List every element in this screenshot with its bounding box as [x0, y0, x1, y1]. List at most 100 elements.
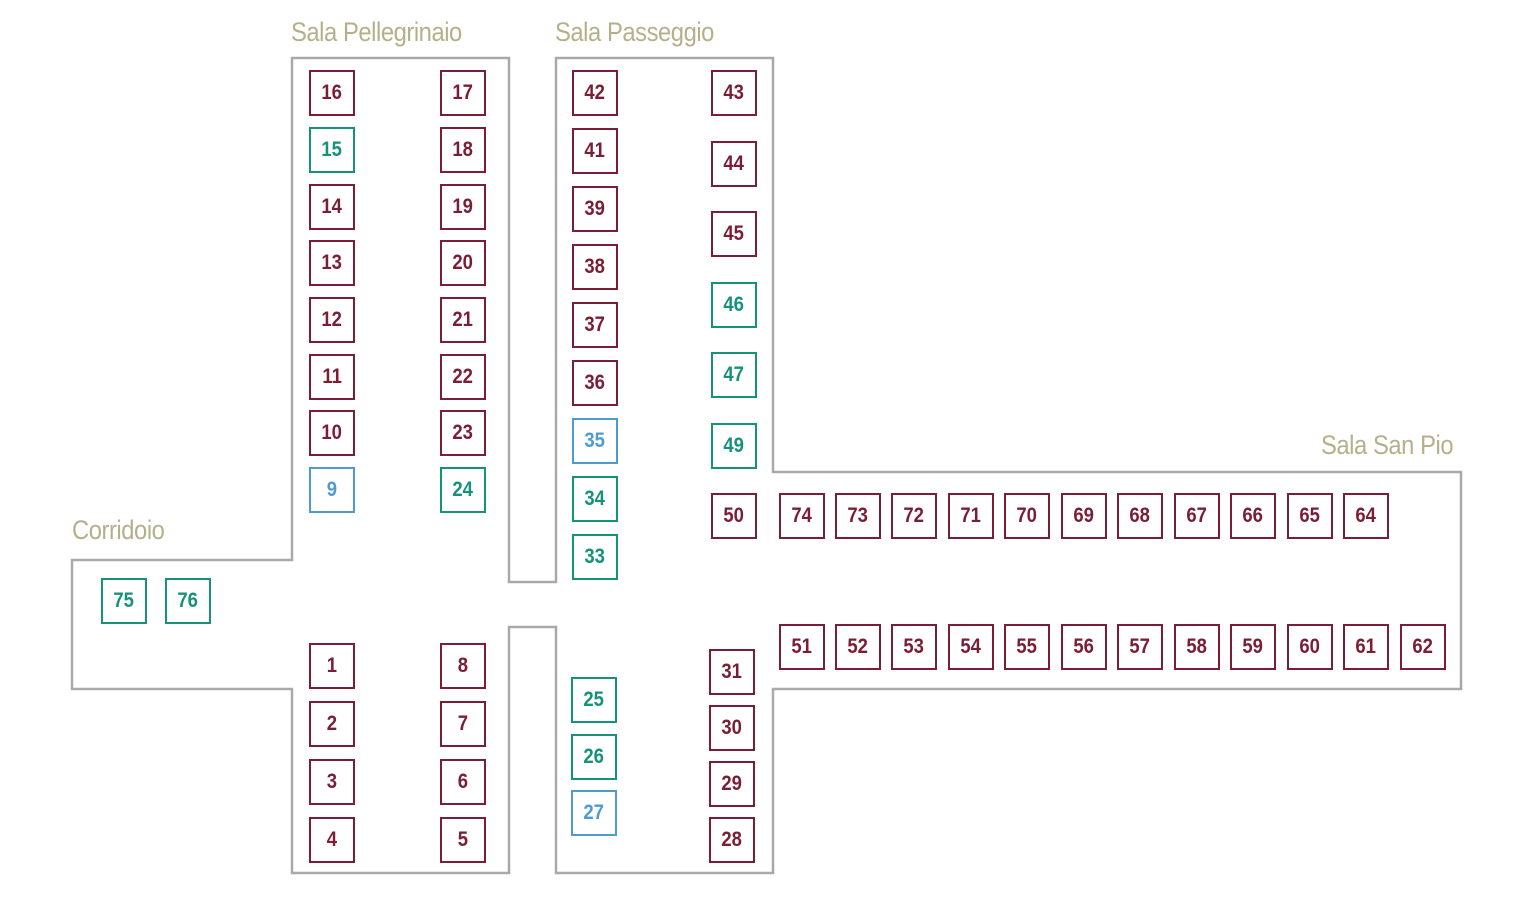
booth-29[interactable]: 29 — [709, 761, 755, 807]
booth-51[interactable]: 51 — [779, 624, 825, 670]
booth-7[interactable]: 7 — [440, 701, 486, 747]
booth-55[interactable]: 55 — [1004, 624, 1050, 670]
booth-50[interactable]: 50 — [711, 493, 757, 539]
booth-14[interactable]: 14 — [309, 184, 355, 230]
booth-2[interactable]: 2 — [309, 701, 355, 747]
booth-53[interactable]: 53 — [891, 624, 937, 670]
booth-number: 59 — [1242, 635, 1264, 658]
booth-22[interactable]: 22 — [440, 354, 486, 400]
booth-43[interactable]: 43 — [711, 70, 757, 116]
booth-number: 46 — [723, 293, 745, 316]
booth-34[interactable]: 34 — [572, 476, 618, 522]
booth-number: 36 — [584, 371, 606, 394]
booth-13[interactable]: 13 — [309, 240, 355, 286]
booth-number: 41 — [584, 139, 606, 162]
booth-70[interactable]: 70 — [1004, 493, 1050, 539]
booth-27[interactable]: 27 — [571, 790, 617, 836]
booth-59[interactable]: 59 — [1230, 624, 1276, 670]
booth-45[interactable]: 45 — [711, 211, 757, 257]
booth-6[interactable]: 6 — [440, 759, 486, 805]
booth-52[interactable]: 52 — [835, 624, 881, 670]
booth-33[interactable]: 33 — [572, 534, 618, 580]
booth-49[interactable]: 49 — [711, 423, 757, 469]
booth-62[interactable]: 62 — [1400, 624, 1446, 670]
booth-18[interactable]: 18 — [440, 127, 486, 173]
room-label-pellegrinaio: Sala Pellegrinaio — [291, 17, 462, 47]
booth-25[interactable]: 25 — [571, 677, 617, 723]
booth-72[interactable]: 72 — [891, 493, 937, 539]
booth-24[interactable]: 24 — [440, 467, 486, 513]
booth-1[interactable]: 1 — [309, 643, 355, 689]
booth-number: 42 — [584, 81, 606, 104]
booth-36[interactable]: 36 — [572, 360, 618, 406]
booth-19[interactable]: 19 — [440, 184, 486, 230]
booth-number: 17 — [452, 81, 474, 104]
booth-66[interactable]: 66 — [1230, 493, 1276, 539]
booth-30[interactable]: 30 — [709, 705, 755, 751]
booth-15[interactable]: 15 — [309, 127, 355, 173]
booth-73[interactable]: 73 — [835, 493, 881, 539]
booth-37[interactable]: 37 — [572, 302, 618, 348]
booth-28[interactable]: 28 — [709, 817, 755, 863]
booth-20[interactable]: 20 — [440, 240, 486, 286]
booth-10[interactable]: 10 — [309, 410, 355, 456]
booth-9[interactable]: 9 — [309, 467, 355, 513]
booth-4[interactable]: 4 — [309, 817, 355, 863]
booth-44[interactable]: 44 — [711, 141, 757, 187]
booth-number: 68 — [1129, 504, 1151, 527]
booth-number: 27 — [583, 801, 605, 824]
booth-5[interactable]: 5 — [440, 817, 486, 863]
booth-75[interactable]: 75 — [101, 578, 147, 624]
booth-number: 50 — [723, 504, 745, 527]
booth-31[interactable]: 31 — [709, 649, 755, 695]
booth-35[interactable]: 35 — [572, 418, 618, 464]
booth-number: 11 — [322, 365, 342, 388]
booth-58[interactable]: 58 — [1174, 624, 1220, 670]
booth-65[interactable]: 65 — [1287, 493, 1333, 539]
booth-number: 21 — [452, 308, 474, 331]
booth-number: 13 — [321, 251, 343, 274]
booth-number: 54 — [960, 635, 982, 658]
booth-11[interactable]: 11 — [309, 354, 355, 400]
booth-46[interactable]: 46 — [711, 282, 757, 328]
booth-41[interactable]: 41 — [572, 128, 618, 174]
booth-number: 35 — [584, 429, 606, 452]
booth-number: 39 — [584, 197, 606, 220]
booth-21[interactable]: 21 — [440, 297, 486, 343]
booth-64[interactable]: 64 — [1343, 493, 1389, 539]
booth-number: 52 — [847, 635, 869, 658]
booth-number: 24 — [452, 478, 474, 501]
booth-54[interactable]: 54 — [948, 624, 994, 670]
booth-56[interactable]: 56 — [1061, 624, 1107, 670]
booth-number: 57 — [1129, 635, 1151, 658]
booth-number: 23 — [452, 421, 474, 444]
booth-17[interactable]: 17 — [440, 70, 486, 116]
booth-number: 72 — [903, 504, 925, 527]
booth-68[interactable]: 68 — [1117, 493, 1163, 539]
booth-number: 3 — [326, 770, 338, 793]
booth-38[interactable]: 38 — [572, 244, 618, 290]
booth-42[interactable]: 42 — [572, 70, 618, 116]
booth-74[interactable]: 74 — [779, 493, 825, 539]
booth-71[interactable]: 71 — [948, 493, 994, 539]
booth-76[interactable]: 76 — [165, 578, 211, 624]
booth-23[interactable]: 23 — [440, 410, 486, 456]
booth-67[interactable]: 67 — [1174, 493, 1220, 539]
room-label-corridoio: Corridoio — [72, 515, 165, 545]
booth-39[interactable]: 39 — [572, 186, 618, 232]
booth-8[interactable]: 8 — [440, 643, 486, 689]
booth-number: 58 — [1186, 635, 1208, 658]
booth-60[interactable]: 60 — [1287, 624, 1333, 670]
booth-69[interactable]: 69 — [1061, 493, 1107, 539]
booth-47[interactable]: 47 — [711, 352, 757, 398]
booth-number: 6 — [457, 770, 469, 793]
booth-57[interactable]: 57 — [1117, 624, 1163, 670]
booth-number: 2 — [326, 712, 338, 735]
booth-3[interactable]: 3 — [309, 759, 355, 805]
booth-16[interactable]: 16 — [309, 70, 355, 116]
booth-12[interactable]: 12 — [309, 297, 355, 343]
booth-number: 37 — [584, 313, 606, 336]
booth-26[interactable]: 26 — [571, 734, 617, 780]
booth-61[interactable]: 61 — [1343, 624, 1389, 670]
